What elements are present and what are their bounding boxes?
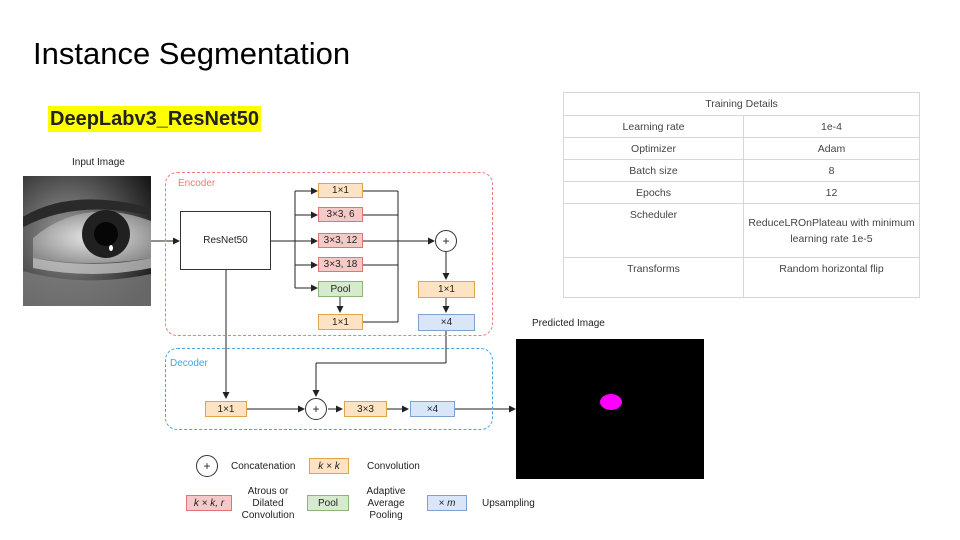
encoder-label: Encoder xyxy=(178,178,216,189)
encoder-region xyxy=(165,172,493,336)
predicted-image-label: Predicted Image xyxy=(532,318,605,329)
branch-atrous-rate-18: 3×3, 18 xyxy=(318,257,363,272)
table-row: Transforms Random horizontal flip xyxy=(563,257,920,298)
value-cell: 12 xyxy=(743,181,920,204)
legend-pool-label-line: Pooling xyxy=(369,510,403,521)
legend-atrous-label-line: Dilated xyxy=(252,498,284,509)
value-cell: ReduceLROnPlateau with minimum learning … xyxy=(743,203,920,258)
decoder-upsample-x4: ×4 xyxy=(410,401,455,417)
value-cell: 1e-4 xyxy=(743,115,920,138)
table-row: Optimizer Adam xyxy=(563,137,920,160)
legend-pool-label: Adaptive Average Pooling xyxy=(358,486,414,522)
legend-concat-label: Concatenation xyxy=(231,461,296,472)
legend-upsample-symbol: × m xyxy=(427,495,467,511)
decoder-region xyxy=(165,348,493,430)
decoder-conv-3x3: 3×3 xyxy=(344,401,387,417)
predicted-pupil-mask xyxy=(600,394,622,410)
param-cell: Transforms xyxy=(563,257,744,298)
param-cell: Epochs xyxy=(563,181,744,204)
decoder-label: Decoder xyxy=(170,358,208,369)
legend-pool-symbol: Pool xyxy=(307,495,349,511)
table-row: Batch size 8 xyxy=(563,159,920,182)
legend-concat-symbol: + xyxy=(196,455,218,477)
encoder-post-conv-1x1: 1×1 xyxy=(418,281,475,298)
param-cell: Scheduler xyxy=(563,203,744,258)
legend-upsample-label: Upsampling xyxy=(482,498,535,509)
encoder-upsample-x4: ×4 xyxy=(418,314,475,331)
value-cell: Adam xyxy=(743,137,920,160)
pool-conv-1x1: 1×1 xyxy=(318,314,363,330)
branch-conv-1x1: 1×1 xyxy=(318,183,363,198)
branch-atrous-rate-12: 3×3, 12 xyxy=(318,233,363,248)
legend-atrous-label-line: Convolution xyxy=(241,510,295,521)
legend-pool-label-line: Adaptive xyxy=(366,486,406,497)
training-details-table: Training Details Learning rate 1e-4 Opti… xyxy=(563,92,920,298)
table-row: Epochs 12 xyxy=(563,181,920,204)
model-name: DeepLabv3_ResNet50 xyxy=(48,106,261,132)
legend-conv-label: Convolution xyxy=(367,461,420,472)
encoder-concat-node: + xyxy=(435,230,457,252)
legend-pool-label-line: Average xyxy=(367,498,405,509)
param-cell: Optimizer xyxy=(563,137,744,160)
table-row: Scheduler ReduceLROnPlateau with minimum… xyxy=(563,203,920,258)
param-cell: Batch size xyxy=(563,159,744,182)
param-cell: Learning rate xyxy=(563,115,744,138)
table-row: Learning rate 1e-4 xyxy=(563,115,920,138)
branch-pool: Pool xyxy=(318,281,363,297)
input-image-label: Input Image xyxy=(72,157,125,168)
decoder-skip-conv-1x1: 1×1 xyxy=(205,401,247,417)
table-header: Training Details xyxy=(563,92,920,116)
legend-conv-symbol: k × k xyxy=(309,458,349,474)
resnet50-block: ResNet50 xyxy=(180,211,271,270)
legend-atrous-symbol: k × k, r xyxy=(186,495,232,511)
legend-atrous-label: Atrous or Dilated Convolution xyxy=(238,486,298,522)
branch-atrous-rate-6: 3×3, 6 xyxy=(318,207,363,222)
legend-atrous-label-line: Atrous or xyxy=(247,486,289,497)
slide-title: Instance Segmentation xyxy=(33,36,351,71)
input-eye-image xyxy=(23,176,151,306)
decoder-concat-node: + xyxy=(305,398,327,420)
value-cell: Random horizontal flip xyxy=(743,257,920,298)
value-cell: 8 xyxy=(743,159,920,182)
